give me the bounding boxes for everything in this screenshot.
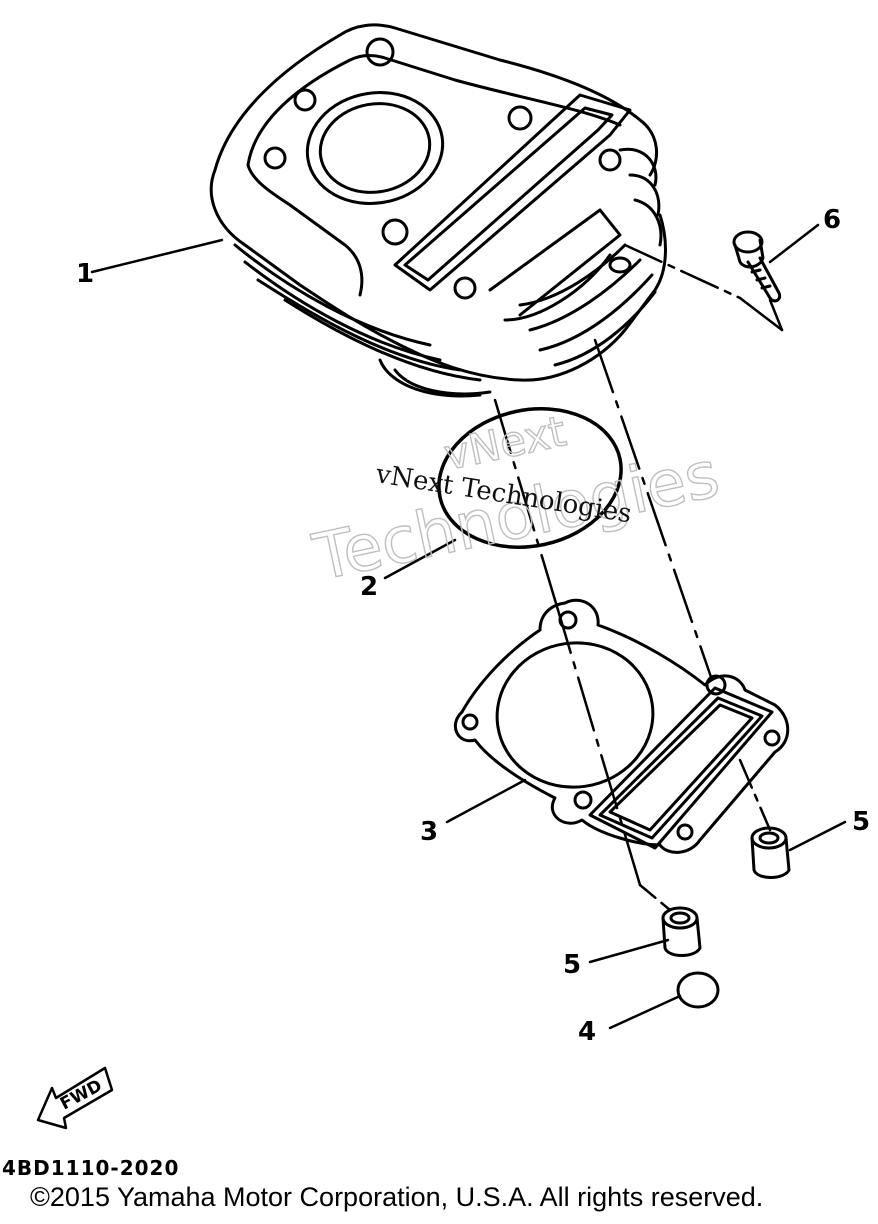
fwd-arrow-icon — [36, 1066, 114, 1130]
callout-2: 2 — [360, 572, 378, 602]
copyright-notice: ©2015 Yamaha Motor Corporation, U.S.A. A… — [30, 1182, 764, 1212]
cylinder-part — [209, 23, 667, 398]
alignment-lines — [493, 243, 784, 912]
callout-3: 3 — [420, 817, 438, 847]
callout-4: 4 — [578, 1017, 596, 1047]
watermark-outline-line1: vNext — [440, 406, 570, 479]
o-ring-part — [437, 407, 623, 549]
gasket-part — [453, 598, 790, 854]
leader-lines — [90, 223, 847, 1030]
part-code: 4BD1110-2020 — [2, 1156, 179, 1180]
callout-6: 6 — [823, 205, 841, 235]
callout-5-left: 5 — [563, 950, 581, 980]
dowel-pin-left — [661, 906, 702, 957]
callout-1: 1 — [76, 259, 94, 289]
callout-5-right: 5 — [852, 807, 870, 837]
dowel-pin-right — [750, 826, 791, 879]
plug-part — [676, 971, 720, 1009]
bolt-part — [732, 230, 782, 303]
